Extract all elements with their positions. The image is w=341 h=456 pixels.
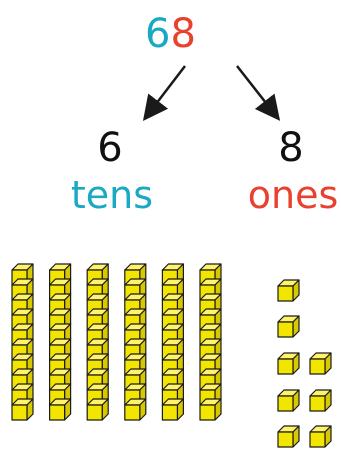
- ones-cube: [277, 352, 300, 375]
- tens-rod: [124, 263, 147, 421]
- tens-rod: [161, 263, 184, 421]
- tens-rod: [48, 263, 72, 421]
- tens-rod: [199, 263, 222, 421]
- ones-value: 8: [278, 125, 304, 171]
- rod-cube: [86, 398, 109, 421]
- ones-cubes: [277, 279, 332, 448]
- left-arrow: [142, 65, 186, 121]
- rod-cube: [11, 398, 34, 421]
- rod-cube: [199, 398, 222, 421]
- ones-cube: [277, 279, 300, 302]
- ones-cube: [277, 389, 300, 412]
- tens-rod: [86, 263, 109, 421]
- rod-cube: [124, 398, 147, 421]
- ones-label: ones: [247, 173, 339, 217]
- tens-rods: [11, 263, 222, 421]
- tens-label: tens: [70, 173, 154, 217]
- right-arrow: [236, 65, 281, 121]
- ones-digit: 8: [170, 11, 196, 57]
- ones-cube: [309, 425, 332, 448]
- rod-cube: [48, 398, 72, 421]
- ones-cube: [277, 315, 300, 338]
- tens-value: 6: [97, 125, 123, 171]
- partitioned-number: 68: [0, 10, 341, 58]
- tens-rod: [11, 263, 34, 421]
- ones-cube: [309, 389, 332, 412]
- ones-cube: [277, 425, 300, 448]
- rod-cube: [161, 398, 184, 421]
- ones-cube: [309, 352, 332, 375]
- tens-digit: 6: [145, 11, 171, 57]
